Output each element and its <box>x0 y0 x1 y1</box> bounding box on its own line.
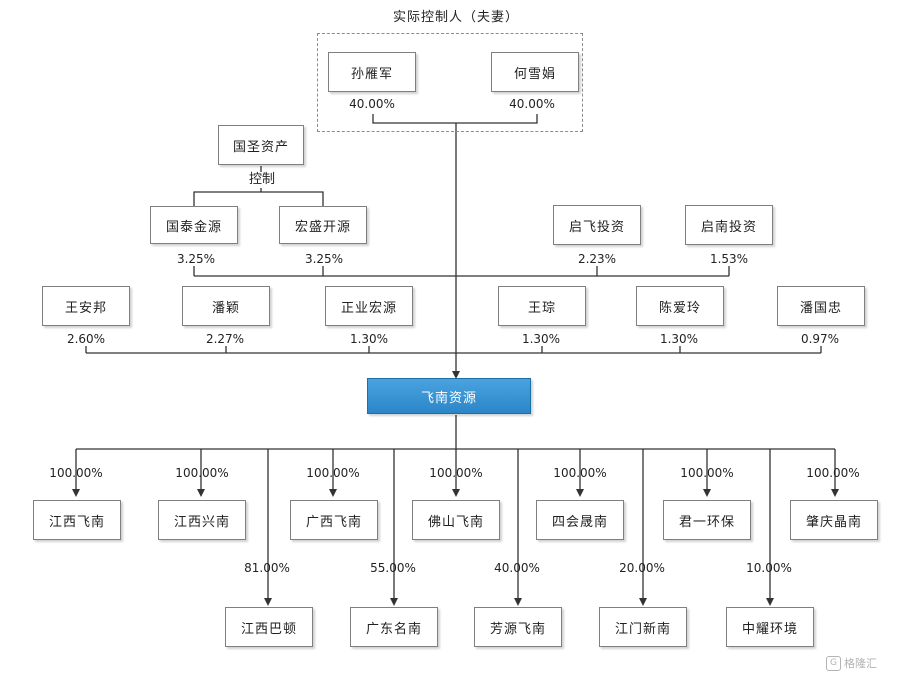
sub-junyi-huanbao: 君一环保 <box>663 500 751 540</box>
pct-wangcong: 1.30% <box>521 332 561 346</box>
pct-zhengye: 1.30% <box>349 332 389 346</box>
sub-foshan-feinan: 佛山飞南 <box>412 500 500 540</box>
node-zhengye: 正业宏源 <box>325 286 413 326</box>
pct-chenailing: 1.30% <box>659 332 699 346</box>
node-guosheng: 国圣资产 <box>218 125 304 165</box>
pct-sub-top: 100.00% <box>806 466 860 480</box>
sub-guangdong-mingnan: 广东名南 <box>350 607 438 647</box>
node-panguozhong: 潘国忠 <box>777 286 865 326</box>
sub-sihui-shengnan: 四会晟南 <box>536 500 624 540</box>
pct-guotai: 3.25% <box>176 252 216 266</box>
pct-panguozhong: 0.97% <box>800 332 840 346</box>
node-wanganbang: 王安邦 <box>42 286 130 326</box>
sub-jiangxi-feinan: 江西飞南 <box>33 500 121 540</box>
pct-sub-top: 100.00% <box>175 466 229 480</box>
node-qinan: 启南投资 <box>685 205 773 245</box>
node-hongsheng: 宏盛开源 <box>279 206 367 244</box>
pct-sub-top: 100.00% <box>680 466 734 480</box>
watermark-text: 格隆汇 <box>844 657 877 670</box>
node-feinan-resources: 飞南资源 <box>367 378 531 414</box>
pct-qifei: 2.23% <box>577 252 617 266</box>
node-panying: 潘颖 <box>182 286 270 326</box>
pct-he: 40.00% <box>509 97 555 111</box>
pct-wanganbang: 2.60% <box>66 332 106 346</box>
pct-sub-bottom: 55.00% <box>370 561 416 575</box>
pct-sub-bottom: 20.00% <box>619 561 665 575</box>
pct-sub-top: 100.00% <box>553 466 607 480</box>
sub-zhaoqing-jingnan: 肇庆晶南 <box>790 500 878 540</box>
node-qifei: 启飞投资 <box>553 205 641 245</box>
pct-sub-top: 100.00% <box>429 466 483 480</box>
node-wangcong: 王琮 <box>498 286 586 326</box>
pct-sub-bottom: 81.00% <box>244 561 290 575</box>
sub-fangyuan-feinan: 芳源飞南 <box>474 607 562 647</box>
sub-guangxi-feinan: 广西飞南 <box>290 500 378 540</box>
pct-panying: 2.27% <box>205 332 245 346</box>
relation-control: 控制 <box>248 172 276 187</box>
sub-jiangmen-xinnan: 江门新南 <box>599 607 687 647</box>
pct-sub-top: 100.00% <box>49 466 103 480</box>
watermark-logo-icon: G <box>826 655 841 671</box>
sub-zhongyao-huanjing: 中耀环境 <box>726 607 814 647</box>
pct-sub-bottom: 10.00% <box>746 561 792 575</box>
pct-sub-top: 100.00% <box>306 466 360 480</box>
node-guotai: 国泰金源 <box>150 206 238 244</box>
node-chenailing: 陈爱玲 <box>636 286 724 326</box>
watermark-logo: G 格隆汇 <box>826 655 877 671</box>
pct-sun: 40.00% <box>349 97 395 111</box>
controller-sun: 孙雁军 <box>328 52 416 92</box>
controllers-group <box>317 33 583 132</box>
pct-sub-bottom: 40.00% <box>494 561 540 575</box>
sub-jiangxi-xingnan: 江西兴南 <box>158 500 246 540</box>
controllers-title: 实际控制人（夫妻） <box>392 10 520 25</box>
pct-qinan: 1.53% <box>709 252 749 266</box>
sub-jiangxi-badun: 江西巴顿 <box>225 607 313 647</box>
controller-he: 何雪娟 <box>491 52 579 92</box>
pct-hongsheng: 3.25% <box>304 252 344 266</box>
